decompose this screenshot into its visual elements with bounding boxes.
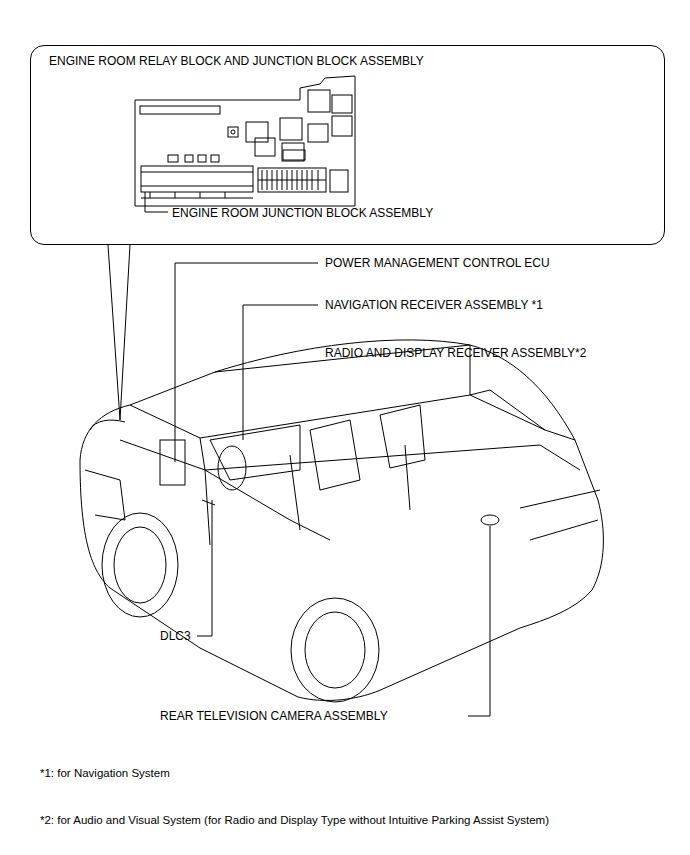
footnote: *2: for Audio and Visual System (for Rad… <box>40 813 549 827</box>
car-drawing <box>80 340 603 702</box>
callout-box: ENGINE ROOM RELAY BLOCK AND JUNCTION BLO… <box>30 45 665 245</box>
footnote: *1: for Navigation System <box>40 766 170 780</box>
part-name: POWER MANAGEMENT CONTROL ECU <box>325 256 550 270</box>
part-name: ENGINE ROOM JUNCTION BLOCK ASSEMBLY <box>172 206 433 220</box>
relay-block-drawing <box>135 76 355 212</box>
callout-wedge <box>108 245 130 420</box>
part-name: NAVIGATION RECEIVER ASSEMBLY *1 <box>325 298 543 312</box>
part-name: DLC3 <box>160 629 191 643</box>
box-heading: ENGINE ROOM RELAY BLOCK AND JUNCTION BLO… <box>49 54 424 68</box>
leader-lines <box>175 263 490 716</box>
part-name: RADIO AND DISPLAY RECEIVER ASSEMBLY*2 <box>325 346 586 360</box>
part-name: REAR TELEVISION CAMERA ASSEMBLY <box>160 709 388 723</box>
